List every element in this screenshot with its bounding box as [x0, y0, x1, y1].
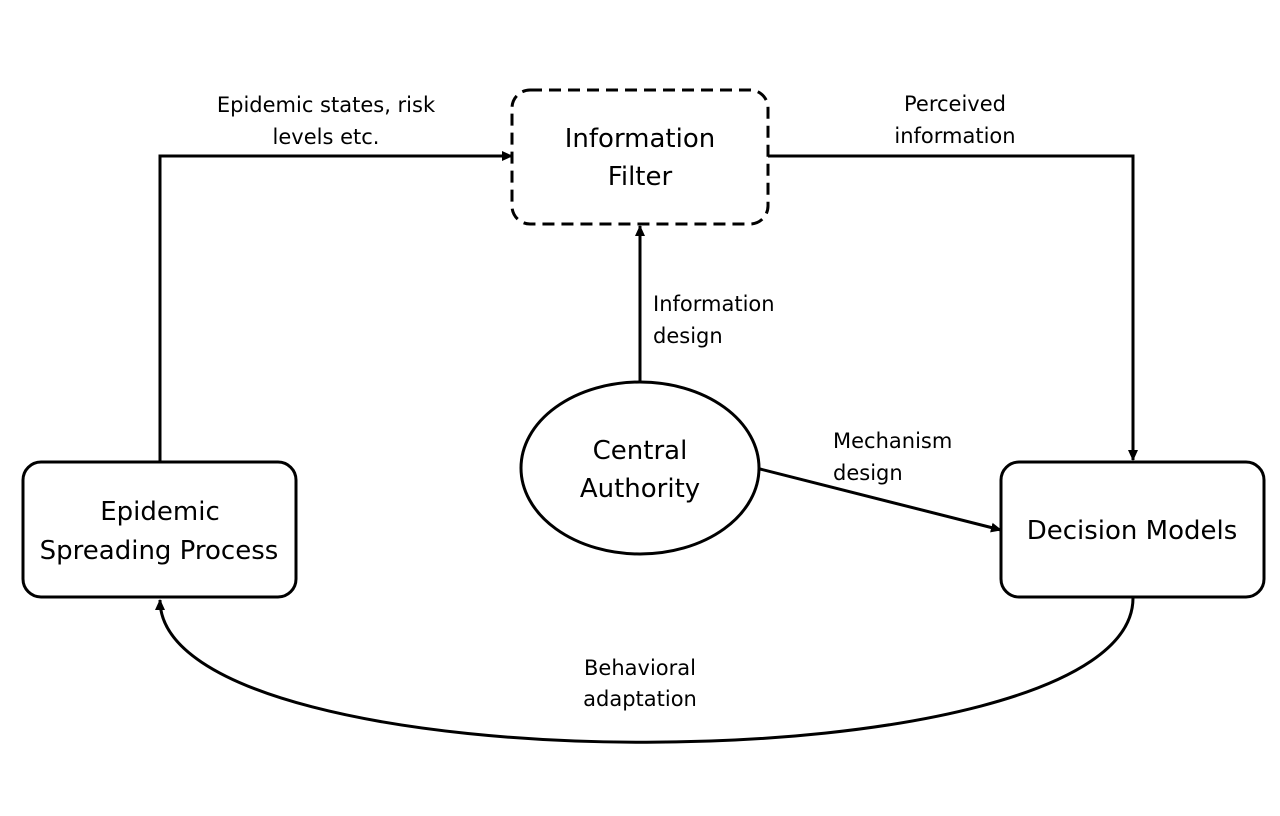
- authority-to-filter-label-line1: Information: [653, 292, 775, 316]
- epidemic-to-filter-label-line2: levels etc.: [273, 125, 380, 149]
- edge-epidemic-to-filter: [158, 151, 513, 462]
- epidemic-process-node: [21, 460, 298, 599]
- decision-models-node: [999, 460, 1266, 599]
- epidemic-to-filter-label-line1: Epidemic states, risk: [217, 93, 436, 117]
- edge-authority-to-decision: [759, 467, 1002, 533]
- decision-models-label: Decision Models: [1027, 516, 1238, 546]
- epidemic-process-label-line2: Spreading Process: [40, 536, 279, 566]
- information-filter-node: [510, 88, 770, 226]
- authority-to-filter-label-line2: design: [653, 324, 723, 348]
- information-filter-label-line2: Filter: [608, 162, 673, 192]
- central-authority-node: [519, 380, 761, 556]
- authority-to-decision-label-line2: design: [833, 461, 903, 485]
- authority-to-decision-label-line1: Mechanism: [833, 429, 952, 453]
- decision-to-epidemic-label-line1: Behavioral: [584, 656, 696, 680]
- filter-to-decision-label-line2: information: [894, 124, 1015, 148]
- central-authority-label-line2: Authority: [580, 474, 700, 504]
- decision-to-epidemic-label-line2: adaptation: [583, 687, 697, 711]
- central-authority-label-line1: Central: [593, 436, 688, 466]
- information-filter-label-line1: Information: [565, 124, 716, 154]
- edge-filter-to-decision: [768, 154, 1138, 461]
- edge-decision-to-epidemic: [155, 597, 1135, 744]
- filter-to-decision-label-line1: Perceived: [904, 92, 1006, 116]
- epidemic-process-label-line1: Epidemic: [100, 497, 220, 527]
